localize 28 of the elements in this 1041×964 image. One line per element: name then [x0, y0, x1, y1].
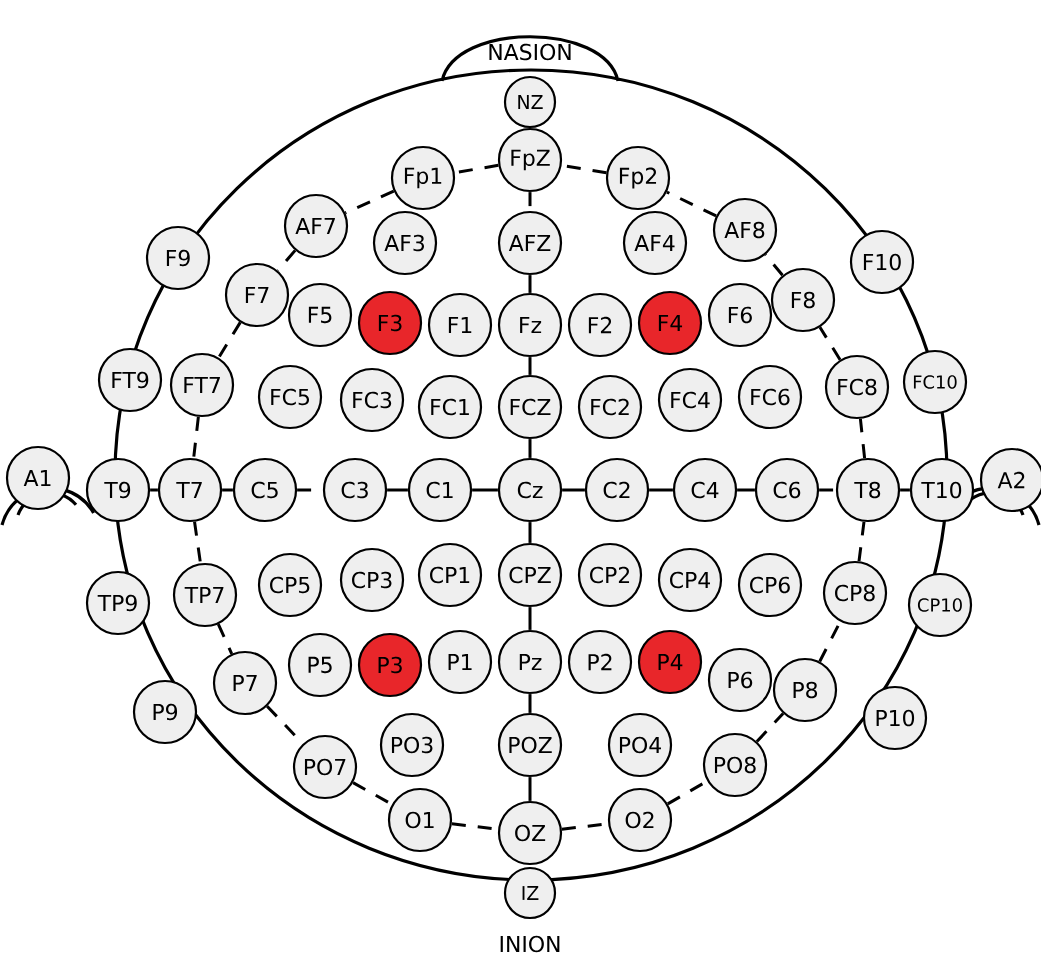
grid-line — [344, 189, 395, 215]
grid-line — [819, 488, 836, 492]
grid-line — [472, 488, 498, 492]
grid-line — [900, 488, 910, 492]
grid-line — [528, 439, 532, 458]
grid-line — [528, 607, 532, 630]
grid-line — [857, 521, 866, 562]
grid-line — [528, 694, 532, 713]
grid-line — [387, 488, 408, 492]
grid-line — [562, 488, 585, 492]
grid-line — [528, 357, 532, 375]
grid-line — [216, 623, 234, 655]
grid-line — [192, 416, 200, 459]
grid-line — [666, 190, 717, 218]
grid-line — [193, 521, 202, 564]
grid-line — [818, 326, 842, 361]
grid-line — [528, 522, 532, 543]
grid-line — [649, 488, 673, 492]
grid-line — [217, 321, 242, 359]
grid-line — [528, 777, 532, 801]
grid-line — [528, 275, 532, 293]
grid-line — [755, 712, 785, 743]
grid-line — [858, 418, 867, 459]
grid-line — [222, 488, 233, 492]
grid-line — [764, 253, 784, 277]
grid-line — [276, 249, 297, 272]
grid-line — [737, 488, 755, 492]
grid-line — [150, 488, 158, 492]
